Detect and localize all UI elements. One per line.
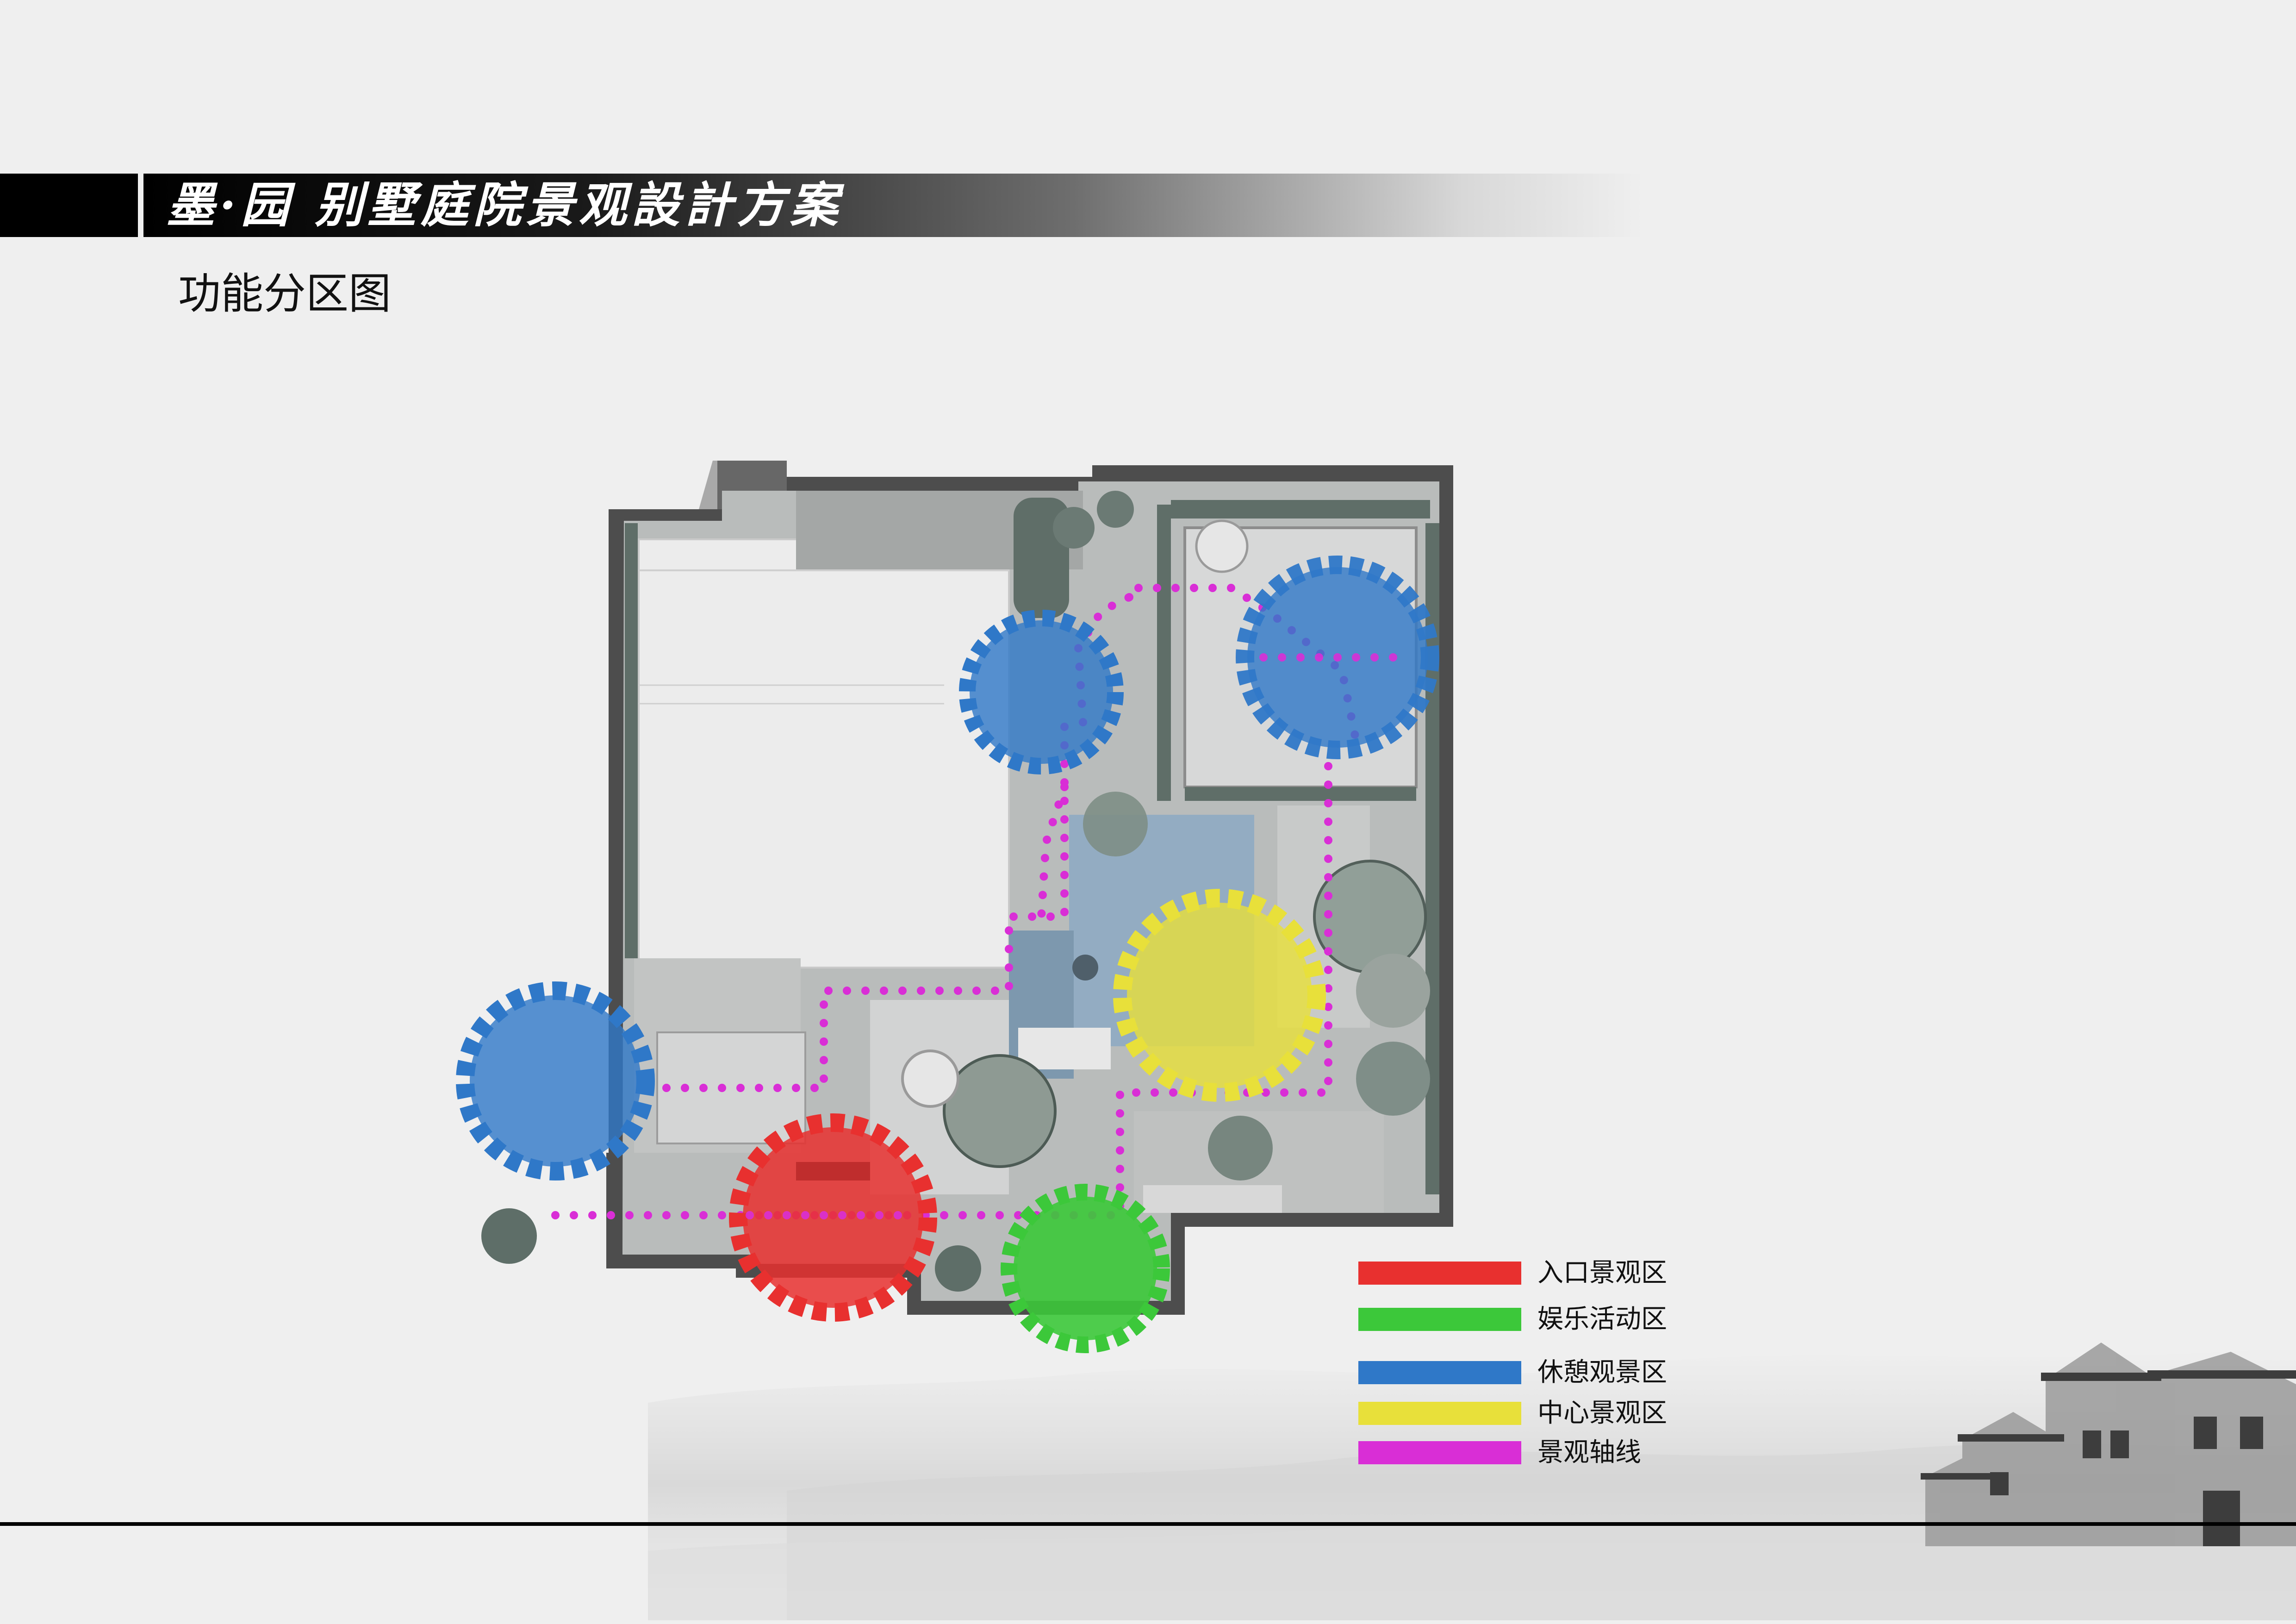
legend-swatch-center	[1358, 1402, 1521, 1425]
header-title: 墨·园 别墅庭院景观設計方案	[167, 176, 843, 233]
trees	[481, 491, 1430, 1292]
zone-entrance	[729, 1113, 937, 1322]
legend-swatch-entertainment	[1358, 1308, 1521, 1331]
huizhou-building-icon	[1921, 1343, 2296, 1546]
villa-footprint	[638, 538, 1010, 968]
zone-entertainment	[1001, 1184, 1170, 1353]
legend-label-rest: 休憩观景区	[1537, 1357, 1667, 1387]
legend-label-entrance: 入口景观区	[1537, 1258, 1667, 1288]
header-black-block	[0, 174, 138, 237]
ink-mountain-backdrop	[648, 1347, 2296, 1620]
zone-center	[1113, 889, 1326, 1102]
zone-rest-mid	[959, 610, 1124, 775]
legend-label-axis: 景观轴线	[1537, 1437, 1641, 1468]
legend-label-center: 中心景观区	[1537, 1398, 1667, 1428]
page-title: 功能分区图	[178, 269, 392, 319]
legend-swatch-axis	[1358, 1441, 1521, 1464]
header-gradient-band	[143, 174, 1643, 237]
zone-rest-west	[456, 981, 655, 1181]
legend-swatch-entrance	[1358, 1262, 1521, 1285]
legend-swatch-rest	[1358, 1361, 1521, 1384]
bottom-rule	[0, 1522, 2296, 1526]
legend-label-entertainment: 娱乐活动区	[1537, 1304, 1667, 1334]
